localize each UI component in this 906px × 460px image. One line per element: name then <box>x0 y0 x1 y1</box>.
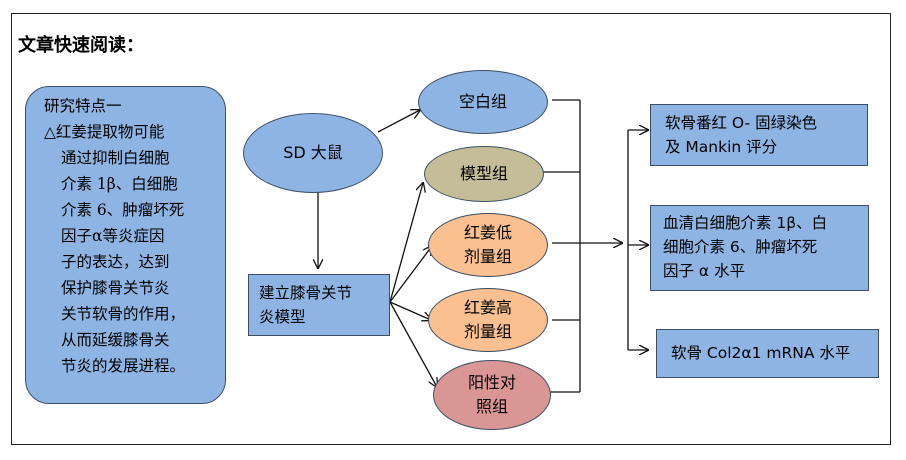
sd-rat-label: SD 大鼠 <box>283 143 343 162</box>
low-dose-line: 剂量组 <box>463 247 512 266</box>
serum-line: 细胞介素 6、肿瘤坏死 <box>663 238 818 256</box>
features-line: 因子α等炎症因 <box>61 227 165 245</box>
col2-line: 软骨 Col2α1 mRNA 水平 <box>671 344 851 362</box>
model-group-label: 模型组 <box>459 164 508 183</box>
serum-line: 血清白细胞介素 1β、白 <box>663 214 828 232</box>
features-line: 通过抑制白细胞 <box>61 149 170 167</box>
model-build-line: 建立膝骨关节 <box>259 284 353 302</box>
arrow-to-low-group <box>389 246 432 303</box>
low-dose-line: 红姜低 <box>463 223 512 242</box>
sd-rat-node: SD 大鼠 <box>243 113 383 193</box>
high-dose-line: 红姜高 <box>463 298 512 317</box>
safranin-line: 软骨番红 O- 固绿染色 <box>665 114 818 132</box>
features-line: 节炎的发展进程。 <box>61 357 186 375</box>
model-build-line: 炎模型 <box>259 308 306 326</box>
arrow-rat-to-blank <box>377 110 420 133</box>
features-line: 子的表达，达到 <box>61 253 170 271</box>
model-build-node: 建立膝骨关节 炎模型 <box>248 274 390 336</box>
high-dose-group-node: 红姜高 剂量组 <box>428 288 548 352</box>
arrow-to-high-group <box>389 301 431 320</box>
serum-outcome-box: 血清白细胞介素 1β、白 细胞介素 6、肿瘤坏死 因子 α 水平 <box>650 205 869 291</box>
low-dose-group-node: 红姜低 剂量组 <box>428 213 548 277</box>
page-title: 文章快速阅读： <box>18 35 144 56</box>
blank-group-node: 空白组 <box>418 70 548 134</box>
features-line: 从而延缓膝骨关 <box>61 331 170 349</box>
model-group-node: 模型组 <box>424 146 544 202</box>
research-features-box: 研究特点一 △红姜提取物可能 通过抑制白细胞 介素 1β、白细胞 介素 6、肿瘤… <box>25 86 226 404</box>
features-line: 关节软骨的作用， <box>61 305 186 323</box>
high-dose-line: 剂量组 <box>463 322 512 341</box>
features-line: 保护膝骨关节炎 <box>61 279 170 297</box>
features-line: △红姜提取物可能 <box>44 123 165 141</box>
arrow-to-positive-group <box>389 301 437 387</box>
positive-control-line: 阳性对 <box>467 373 516 392</box>
safranin-line: 及 Mankin 评分 <box>665 138 778 156</box>
arrow-to-model-group <box>389 183 423 303</box>
features-line: 介素 1β、白细胞 <box>61 175 178 193</box>
diagram-frame <box>11 13 891 445</box>
positive-control-group-node: 阳性对 照组 <box>433 360 551 430</box>
col2-outcome-box: 软骨 Col2α1 mRNA 水平 <box>656 329 879 378</box>
positive-control-line: 照组 <box>475 397 508 416</box>
features-line: 介素 6、肿瘤坏死 <box>61 201 185 219</box>
serum-line: 因子 α 水平 <box>663 262 746 280</box>
features-title: 研究特点一 <box>44 97 122 115</box>
safranin-outcome-box: 软骨番红 O- 固绿染色 及 Mankin 评分 <box>650 104 868 166</box>
blank-group-label: 空白组 <box>458 92 507 111</box>
